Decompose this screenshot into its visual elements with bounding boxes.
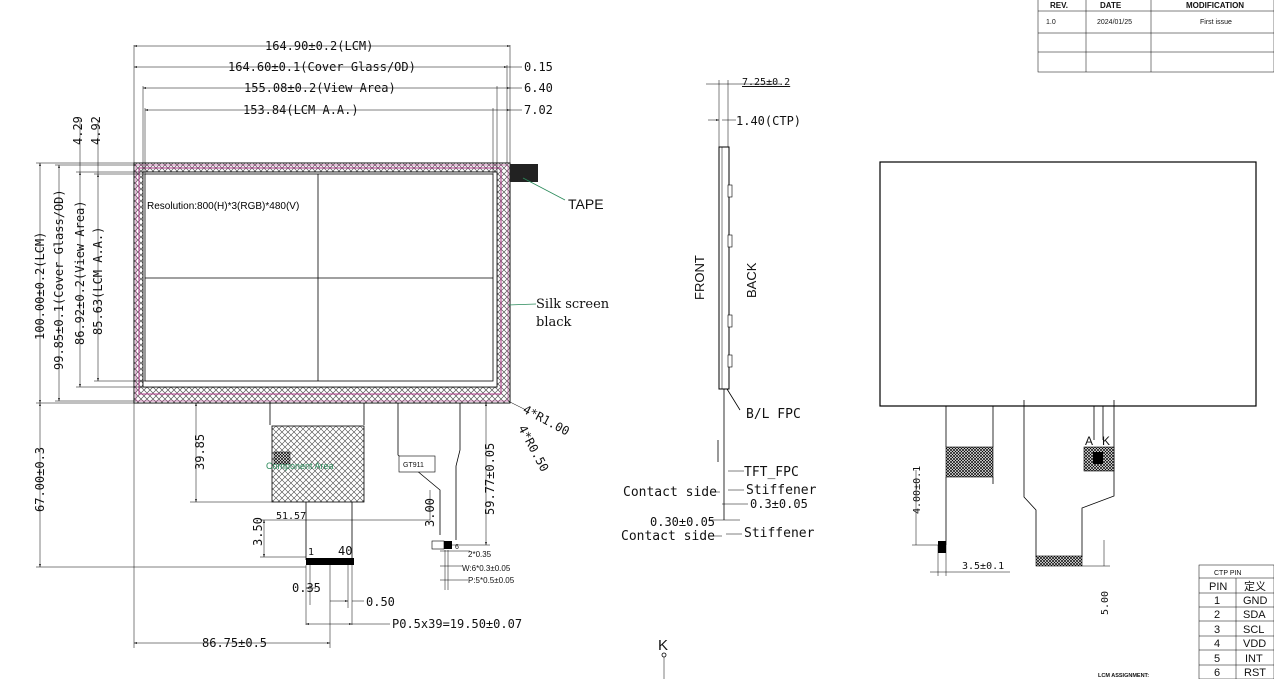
- dim-0-35: 0.35: [292, 581, 321, 595]
- pin-1-label: 1: [308, 547, 314, 558]
- ctp-fpc-pin-label: 6: [455, 544, 459, 551]
- offset-top-b: 4.92: [89, 116, 103, 145]
- dim-3-50: 3.50: [251, 517, 265, 546]
- dim-0-50: 0.50: [366, 595, 395, 609]
- def-cell: SDA: [1243, 609, 1266, 621]
- dim-59-77: 59.77±0.05: [483, 443, 497, 515]
- bl-fpc-label: B/L FPC: [746, 407, 801, 422]
- silk-screen-label-2: black: [536, 315, 572, 330]
- pin-cell: 6: [1214, 667, 1220, 679]
- pin-header: PIN: [1209, 581, 1227, 593]
- dim-67: 67.00±0.3: [33, 447, 47, 512]
- aa-width-dim: 153.84(LCM A.A.): [243, 103, 359, 117]
- ctp-pin-table: CTP PIN PIN 定义 1 GND 2 SDA 3 SCL 4 VDD 5…: [1198, 564, 1274, 679]
- component-area-label: Component Area: [266, 461, 334, 471]
- fpc-dim-3: P:5*0.5±0.05: [468, 576, 515, 585]
- rev-header: REV.: [1050, 1, 1068, 10]
- view-area: [142, 171, 498, 388]
- stiffener-label: Stiffener: [746, 483, 817, 498]
- front-label: FRONT: [692, 255, 707, 300]
- contact-side-2-label: Contact side: [621, 529, 715, 544]
- fpc-contacts: [306, 558, 354, 565]
- def-cell: RST: [1244, 667, 1266, 679]
- front-view: Resolution:800(H)*3(RGB)*480(V) TAPE Sil…: [33, 39, 610, 650]
- aa-height-dim: 85.63(LCM A.A.): [91, 227, 105, 335]
- active-area: [144, 173, 494, 382]
- dim-0-3: 0.3±0.05: [750, 497, 808, 511]
- pin-rows: 1 GND 2 SDA 3 SCL 4 VDD 5 INT 6 RST: [1214, 595, 1268, 679]
- k-marker-label: K: [658, 637, 668, 654]
- offset-top-a: 4.29: [71, 116, 85, 145]
- cover-glass-height-dim: 99.85±0.1(Cover Glass/ΟD): [52, 189, 66, 370]
- dim-39-85: 39.85: [193, 434, 207, 470]
- modification-header: MODIFICATION: [1186, 1, 1244, 10]
- pin-cell: 1: [1214, 595, 1220, 607]
- fpc-dim-2: W:6*0.3±0.05: [462, 564, 511, 573]
- rev-value: 1.0: [1046, 19, 1056, 26]
- lcm-width-dim: 164.90±0.2(LCM): [265, 39, 373, 53]
- dim-5-00: 5.00: [1100, 591, 1111, 615]
- offset-c: 7.02: [524, 103, 553, 117]
- back-view: A K 4.00±0.1 3.5±0.1 5.00 LCM ASSIGNMENT…: [879, 161, 1257, 679]
- radius-2-label: 4*R0.50: [515, 423, 551, 474]
- def-cell: VDD: [1243, 638, 1266, 650]
- side-view: 7.25±0.2 1.40(CTP) FRONT BACK B/L FPC TF…: [621, 77, 817, 679]
- tape-label: TAPE: [568, 196, 604, 212]
- contact-side-label: Contact side: [623, 485, 717, 500]
- pin-cell: 3: [1214, 624, 1220, 636]
- view-area-width-dim: 155.08±0.2(View Area): [244, 81, 396, 95]
- def-cell: SCL: [1243, 624, 1264, 636]
- lcm-height-dim: 100.00±0.2(LCM): [33, 232, 47, 340]
- revision-table: REV. DATE MODIFICATION 1.0 2024/01/25 Fi…: [1037, 0, 1274, 73]
- pitch-dim: P0.5x39=19.50±0.07: [392, 617, 522, 631]
- pin-cell: 4: [1214, 638, 1220, 650]
- modification-value: First issue: [1200, 19, 1232, 26]
- ctp-pin-title: CTP PIN: [1214, 570, 1242, 577]
- tft-fpc-label: TFT_FPC: [744, 465, 799, 480]
- cover-glass-width-dim: 164.60±0.1(Cover Glass/ΟD): [228, 60, 416, 74]
- anode-label: A: [1085, 434, 1093, 448]
- dim-0-30: 0.30±0.05: [650, 515, 715, 529]
- dim-4-00: 4.00±0.1: [912, 466, 923, 514]
- ctp-thickness: 1.40(CTP): [736, 114, 801, 128]
- chip-label: GT911: [403, 462, 424, 469]
- date-value: 2024/01/25: [1097, 19, 1132, 26]
- cathode-label: K: [1102, 434, 1110, 448]
- offset-b: 6.40: [524, 81, 553, 95]
- pin-40-label: 40: [338, 544, 352, 558]
- tape: [510, 164, 538, 182]
- dim-51-57: 51.57: [276, 511, 306, 522]
- stiffener-2-label: Stiffener: [744, 526, 815, 541]
- date-header: DATE: [1100, 1, 1122, 10]
- side-thickness: 7.25±0.2: [742, 77, 790, 88]
- def-cell: INT: [1245, 653, 1263, 665]
- pin-cell: 5: [1214, 653, 1220, 665]
- fpc-dim-1: 2*0.35: [468, 550, 492, 559]
- dim-3-5: 3.5±0.1: [962, 561, 1004, 572]
- pin-cell: 2: [1214, 609, 1220, 621]
- offset-a: 0.15: [524, 60, 553, 74]
- back-label: BACK: [744, 262, 759, 298]
- resolution-label: Resolution:800(H)*3(RGB)*480(V): [147, 201, 299, 212]
- view-area-height-dim: 86.92±0.2(View Area): [73, 201, 87, 346]
- dim-3-00: 3.00: [423, 498, 437, 527]
- silk-screen-label: Silk screen: [536, 297, 610, 312]
- def-cell: GND: [1243, 595, 1268, 607]
- lcm-assignment-label: LCM ASSIGNMENT:: [1098, 673, 1149, 679]
- dim-86-75: 86.75±0.5: [202, 636, 267, 650]
- def-header: 定义: [1244, 579, 1266, 593]
